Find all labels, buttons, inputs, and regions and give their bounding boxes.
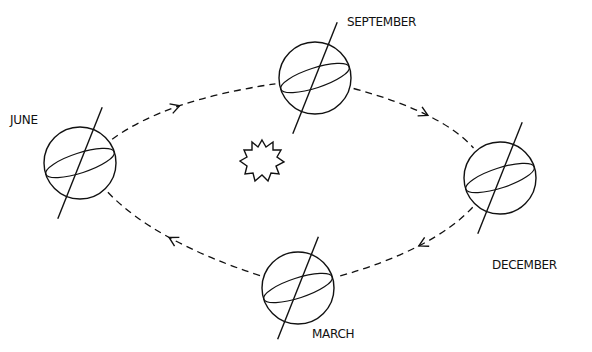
globe: DECEMBER	[463, 141, 537, 215]
month-label: SEPTEMBER	[347, 15, 416, 29]
orbit-arrow	[108, 192, 260, 276]
globe: JUNE	[43, 126, 117, 200]
orbit-arrow	[112, 84, 275, 139]
sun-symbol	[240, 140, 284, 181]
month-label: MARCH	[312, 327, 354, 341]
orbit-arrow	[354, 89, 474, 149]
globe-drawing	[43, 126, 117, 200]
globe: MARCH	[261, 251, 335, 325]
globe-drawing	[463, 141, 537, 215]
globe: SEPTEMBER	[278, 41, 352, 115]
globe-drawing	[261, 251, 335, 325]
month-label: JUNE	[10, 113, 38, 127]
month-label: DECEMBER	[492, 258, 557, 272]
globe-drawing	[278, 41, 352, 115]
orbit-arrow	[336, 207, 472, 277]
